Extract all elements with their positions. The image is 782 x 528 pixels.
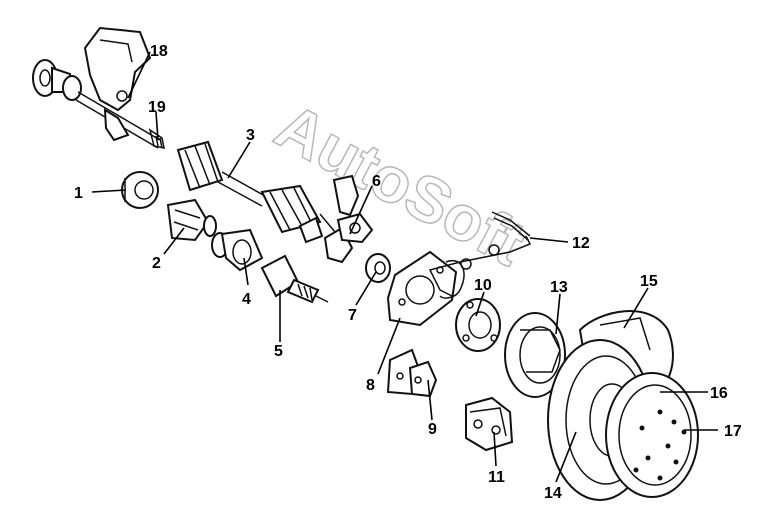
part-16-drum (605, 372, 699, 498)
callout-10: 10 (474, 277, 492, 294)
callout-labels: 1 2 3 4 5 6 7 8 9 10 11 12 13 14 15 16 1… (74, 43, 742, 502)
callout-13: 13 (550, 279, 568, 296)
leader-lines (91, 51, 718, 483)
driveshaft-assembly (32, 26, 165, 149)
part-9-brake-pads (386, 348, 438, 398)
part-5-stub-shaft (260, 254, 329, 304)
callout-19: 19 (148, 99, 166, 116)
part-10-hub-flange (455, 298, 501, 352)
watermark-text: AutoSoft (264, 89, 536, 279)
callout-14: 14 (544, 485, 562, 502)
part-8-hub-plate (386, 250, 465, 327)
callout-9: 9 (428, 421, 437, 438)
part-4-cv-joint (211, 228, 264, 272)
callout-8: 8 (366, 377, 375, 394)
callout-1: 1 (74, 185, 83, 202)
part-3-boot-shaft (176, 140, 336, 234)
part-13-backing-shield (504, 312, 566, 398)
callout-5: 5 (274, 343, 283, 360)
part-12-sensor-cable (428, 211, 532, 297)
part-6-knuckle (298, 174, 374, 264)
part-2-inner-joint (166, 198, 217, 242)
callout-6: 6 (372, 173, 381, 190)
callout-7: 7 (348, 307, 357, 324)
part-11-caliper (465, 396, 514, 452)
callout-12: 12 (572, 235, 590, 252)
callout-2: 2 (152, 255, 161, 272)
callout-11: 11 (488, 469, 505, 486)
callout-4: 4 (242, 291, 251, 308)
callout-17: 17 (724, 423, 742, 440)
part-7-bearing (365, 253, 391, 283)
part-1-ring (121, 171, 159, 209)
callout-3: 3 (246, 127, 255, 144)
callout-16: 16 (710, 385, 728, 402)
callout-18: 18 (150, 43, 168, 60)
callout-15: 15 (640, 273, 658, 290)
